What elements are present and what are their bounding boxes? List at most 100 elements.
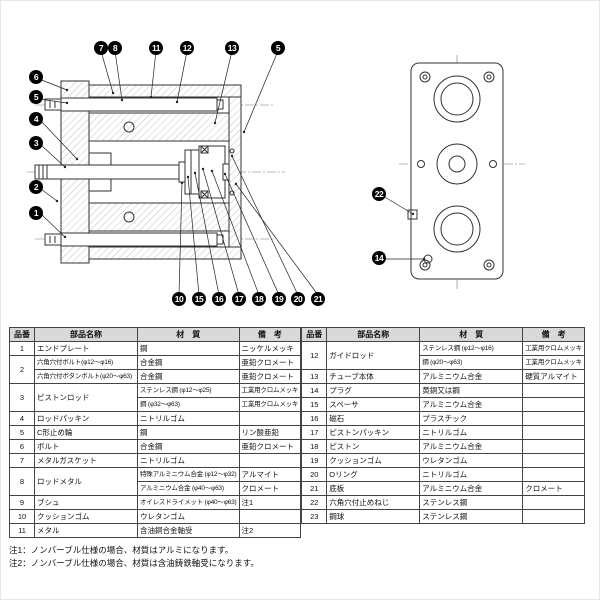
table-cell: 17 bbox=[301, 425, 328, 440]
callout-badge-4: 4 bbox=[29, 112, 43, 126]
table-cell: 特殊アルミニウム合金 (φ12〜φ32) bbox=[137, 467, 240, 482]
cushion-rubber-right bbox=[222, 163, 230, 181]
table-cell: 亜鉛クロメート bbox=[238, 369, 302, 384]
table-cell: ステンレス鋼 (φ12〜φ25) bbox=[137, 383, 240, 398]
note-1: 注1：ノンバーブル仕様の場合、材質はアルミになります。 bbox=[9, 545, 234, 555]
spacer bbox=[184, 149, 192, 195]
table-cell: 合金鋼 bbox=[137, 369, 240, 384]
leader-dots bbox=[55, 88, 426, 261]
table-cell: 工業用クロムメッキ bbox=[522, 355, 585, 370]
table-cell: メタル bbox=[34, 523, 138, 538]
piston-packing bbox=[200, 190, 209, 199]
callout-badge-15: 15 bbox=[192, 292, 206, 306]
table-cell: リン酸亜鉛 bbox=[238, 425, 302, 440]
side-port bbox=[489, 160, 497, 168]
table-cell: 21 bbox=[301, 481, 328, 496]
table-cell: ブシュ bbox=[34, 495, 138, 510]
port-hole bbox=[123, 121, 135, 133]
set-screw bbox=[407, 209, 418, 220]
cushion-rubber-left bbox=[178, 161, 186, 183]
table-cell: ウレタンゴム bbox=[419, 453, 524, 468]
table-cell: 合金鋼 bbox=[137, 355, 240, 370]
bolt-hole bbox=[483, 259, 495, 271]
table-cell: クロメート bbox=[522, 481, 585, 496]
piston-packing bbox=[200, 145, 209, 154]
callout-badge-5: 5 bbox=[29, 90, 43, 104]
bolt-hole bbox=[483, 71, 495, 83]
table-cell: 10 bbox=[9, 509, 35, 524]
table-cell bbox=[238, 509, 302, 524]
piston-bore bbox=[436, 143, 478, 185]
table-cell: 鋼 bbox=[137, 341, 240, 356]
o-ring bbox=[229, 148, 235, 154]
table-cell: アルミニウム合金 bbox=[419, 397, 524, 412]
table-cell: 18 bbox=[301, 439, 328, 454]
notes: 注1：ノンバーブル仕様の場合、材質はアルミになります。 注2：ノンバーブル仕様の… bbox=[9, 544, 259, 570]
callout-badge-11: 11 bbox=[149, 41, 163, 55]
note-2: 注2：ノンバーブル仕様の場合、材質は含油鋳鉄軸受になります。 bbox=[9, 558, 259, 569]
table-cell: ウレタンゴム bbox=[137, 509, 240, 524]
table-cell: 含油銅合金軸受 bbox=[137, 523, 240, 538]
table-cell: ピストンパッキン bbox=[326, 425, 421, 440]
table-cell: 3 bbox=[9, 383, 35, 412]
table-row: 六角穴付ボタンボルト(φ20〜φ63)合金鋼亜鉛クロメート bbox=[10, 369, 302, 384]
table-cell: ガイドロッド bbox=[326, 341, 421, 370]
table-cell: プラスチック bbox=[419, 411, 524, 426]
callout-badge-1: 1 bbox=[29, 206, 43, 220]
table-cell: 黄銅又は鋼 bbox=[419, 383, 524, 398]
callout-badge-16: 16 bbox=[212, 292, 226, 306]
column-header: 材 質 bbox=[419, 327, 524, 342]
table-cell: 工業用クロムメッキ bbox=[522, 341, 585, 356]
callout-badge-20: 20 bbox=[291, 292, 305, 306]
guide-rod-top bbox=[60, 97, 218, 112]
table-cell: ニトリルゴム bbox=[137, 411, 240, 426]
table-cell: ロッドパッキン bbox=[34, 411, 138, 426]
table-cell: クッションゴム bbox=[34, 509, 138, 524]
callout-badge-21: 21 bbox=[311, 292, 325, 306]
table-cell: ニトリルゴム bbox=[419, 467, 524, 482]
table-cell bbox=[522, 425, 585, 440]
table-cell: 4 bbox=[9, 411, 35, 426]
table-cell: クロメート bbox=[238, 481, 302, 496]
table-cell: 六角穴付ボルト(φ12〜φ16) bbox=[34, 355, 138, 370]
table-cell: 2 bbox=[9, 355, 35, 384]
table-cell: 20 bbox=[301, 467, 328, 482]
callout-badge-12: 12 bbox=[180, 41, 194, 55]
table-cell: 注2 bbox=[238, 523, 302, 538]
bolt-hole bbox=[419, 71, 431, 83]
table-cell: アルミニウム合金 (φ40〜φ63) bbox=[137, 481, 240, 496]
table-cell: 鋼球 bbox=[326, 509, 421, 524]
table-cell: アルミニウム合金 bbox=[419, 439, 524, 454]
port-hole bbox=[123, 211, 135, 223]
table-cell: ピストンロッド bbox=[34, 383, 138, 412]
table-cell: C形止め輪 bbox=[34, 425, 138, 440]
header-row: 品番部品名称材 質備 考 bbox=[9, 327, 302, 342]
callout-badge-2: 2 bbox=[29, 180, 43, 194]
piston-rod bbox=[34, 164, 186, 180]
table-cell: ニッケルメッキ bbox=[238, 341, 302, 356]
column-header: 部品名称 bbox=[34, 327, 138, 342]
column-header: 品番 bbox=[9, 327, 35, 342]
table-cell: ニトリルゴム bbox=[137, 453, 240, 468]
table-cell: ステンレス鋼 bbox=[419, 495, 524, 510]
table-cell: エンドプレート bbox=[34, 341, 138, 356]
table-cell: 5 bbox=[9, 425, 35, 440]
table-cell: オイレスドライメット (φ40〜φ63) bbox=[137, 495, 240, 510]
callout-badge-13: 13 bbox=[225, 41, 239, 55]
callout-badge-22: 22 bbox=[372, 187, 386, 201]
bottom-plate bbox=[228, 96, 242, 248]
